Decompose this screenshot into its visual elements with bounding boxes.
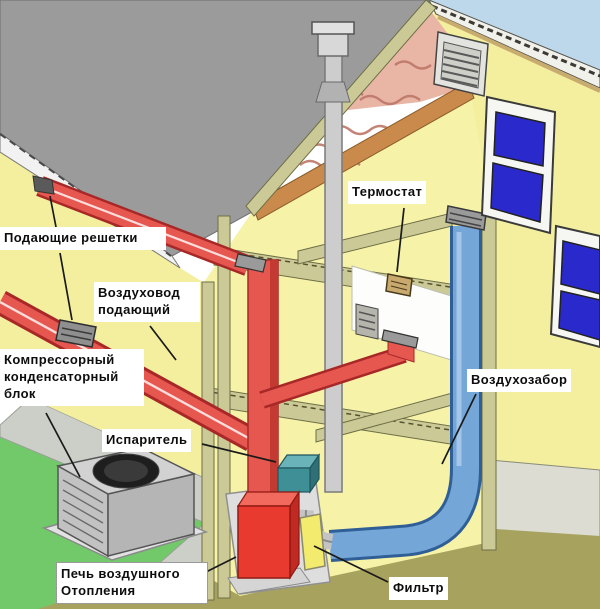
label-compressor-unit: Компрессорный конденсаторный блок (0, 349, 144, 406)
return-air-duct (328, 205, 487, 562)
label-air-intake: Воздухозабор (467, 369, 572, 392)
floor-register (381, 329, 419, 349)
thermostat-device (385, 273, 413, 297)
wall-register (355, 303, 379, 340)
riser-top-boot (234, 253, 267, 273)
air-filter (299, 513, 326, 571)
furnace-unit (236, 489, 301, 581)
label-supply-duct: Воздуховод подающий (94, 282, 200, 322)
window-lower-right (549, 224, 600, 349)
label-evaporator: Испаритель (102, 429, 192, 452)
label-supply-grilles: Подающие решетки (0, 227, 166, 250)
flue-cap-body (317, 31, 349, 57)
label-filter: Фильтр (389, 577, 448, 600)
attic-floor (251, 81, 475, 221)
flue-cap-top (311, 21, 355, 35)
label-thermostat: Термостат (348, 181, 427, 204)
condenser-grille (62, 479, 104, 544)
supply-branch (259, 329, 419, 409)
label-furnace: Печь воздушного Отопления (56, 562, 208, 604)
condenser-unit (41, 447, 209, 561)
supply-grille (55, 319, 97, 348)
roof-flashing (315, 81, 351, 103)
duct-end-cap (32, 175, 55, 195)
supply-duct-upper (32, 175, 252, 276)
window-upper-right (480, 95, 557, 235)
second-floor-room (351, 265, 479, 369)
evaporator-coil (276, 453, 321, 494)
leader-lines (45, 195, 477, 583)
gable-vent (433, 31, 489, 97)
attic-insulation (254, 10, 484, 212)
return-intake-grille (445, 205, 487, 231)
